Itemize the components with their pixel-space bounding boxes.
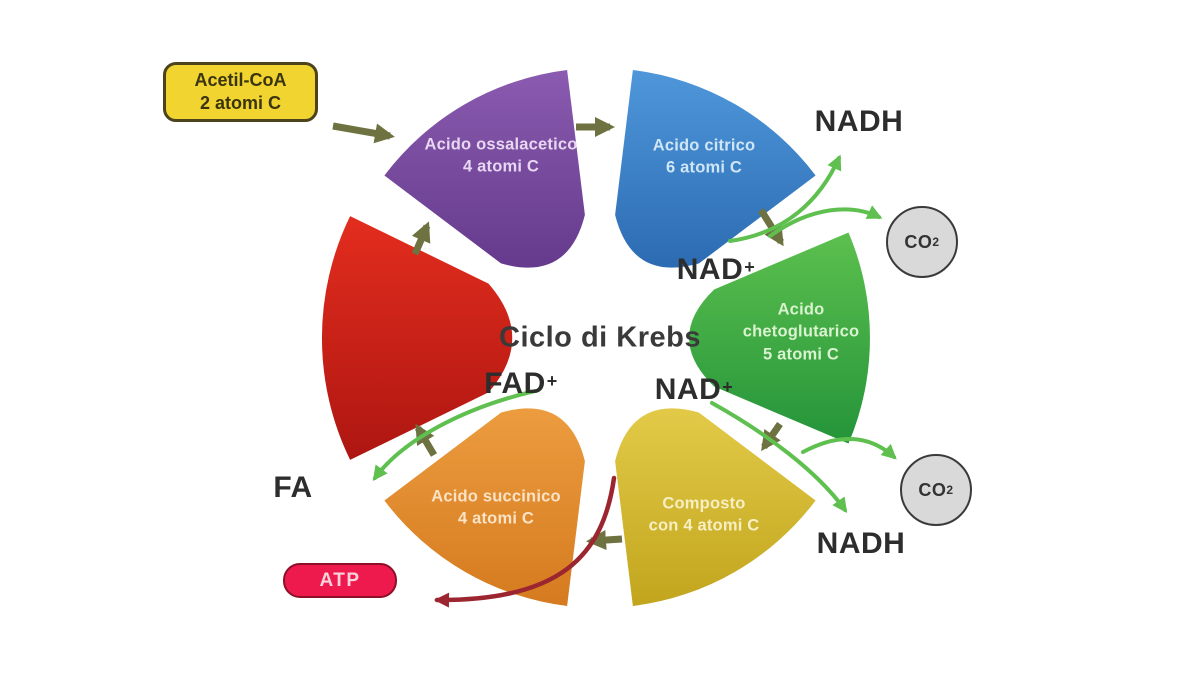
arrow-fad-to-fa bbox=[372, 389, 537, 482]
co2-subscript: 2 bbox=[932, 235, 940, 249]
co2-text: CO bbox=[904, 231, 933, 252]
label-fad-plus: FAD+ bbox=[484, 367, 558, 400]
co2-subscript: 2 bbox=[946, 483, 954, 497]
arrow-succinate-to-red bbox=[414, 423, 438, 457]
arrow-to-atp bbox=[434, 475, 617, 608]
atp-label: ATP bbox=[319, 569, 361, 591]
arrow-citrate-to-ketoglutarate bbox=[758, 208, 784, 247]
label-acido-ossalacetico: Acido ossalacetico 4 atomi C bbox=[424, 135, 578, 176]
wedge-red bbox=[321, 216, 513, 460]
label-nadh-top: NADH bbox=[814, 105, 904, 138]
label-nad-plus-middle: NAD+ bbox=[654, 373, 734, 406]
label-nadh-bottom: NADH bbox=[816, 527, 906, 560]
arrow-acetyl-to-oxaloacetate bbox=[332, 122, 395, 144]
label-acido-succinico: Acido succinico 4 atomi C bbox=[431, 487, 561, 528]
label-composto: Composto con 4 atomi C bbox=[648, 494, 760, 535]
arrow-composto-to-succinate bbox=[586, 530, 623, 551]
label-acido-citrico: Acido citrico 6 atomi C bbox=[652, 136, 756, 177]
arrow-red-to-oxaloacetate bbox=[411, 221, 431, 256]
atp-box: ATP bbox=[283, 563, 397, 598]
wedge-acido-ossalacetico bbox=[384, 70, 585, 268]
acetyl-coa-box: Acetil-CoA 2 atomi C bbox=[163, 62, 318, 122]
label-fa: FA bbox=[273, 471, 313, 504]
diagram-title: Ciclo di Krebs bbox=[499, 321, 701, 354]
arrow-ketoglutarate-to-composto bbox=[761, 422, 783, 452]
acetyl-coa-line1: Acetil-CoA bbox=[194, 69, 287, 90]
label-nad-plus-top: NAD+ bbox=[676, 253, 756, 286]
arrow-to-co2-bottom bbox=[801, 436, 897, 460]
wedge-acido-chetoglutarico bbox=[689, 232, 870, 444]
wedge-composto bbox=[615, 408, 816, 606]
arrow-nad-to-nadh-top bbox=[728, 154, 842, 243]
acetyl-coa-line2: 2 atomi C bbox=[199, 93, 282, 113]
arrow-nad-to-nadh-bottom bbox=[710, 401, 848, 514]
arrow-to-co2-top bbox=[768, 205, 883, 238]
wedge-acido-citrico bbox=[615, 70, 816, 268]
co2-text: CO bbox=[918, 479, 947, 500]
label-acido-chetoglutarico: Acido chetoglutarico 5 atomi C bbox=[742, 300, 860, 364]
wedge-acido-succinico bbox=[384, 408, 585, 606]
